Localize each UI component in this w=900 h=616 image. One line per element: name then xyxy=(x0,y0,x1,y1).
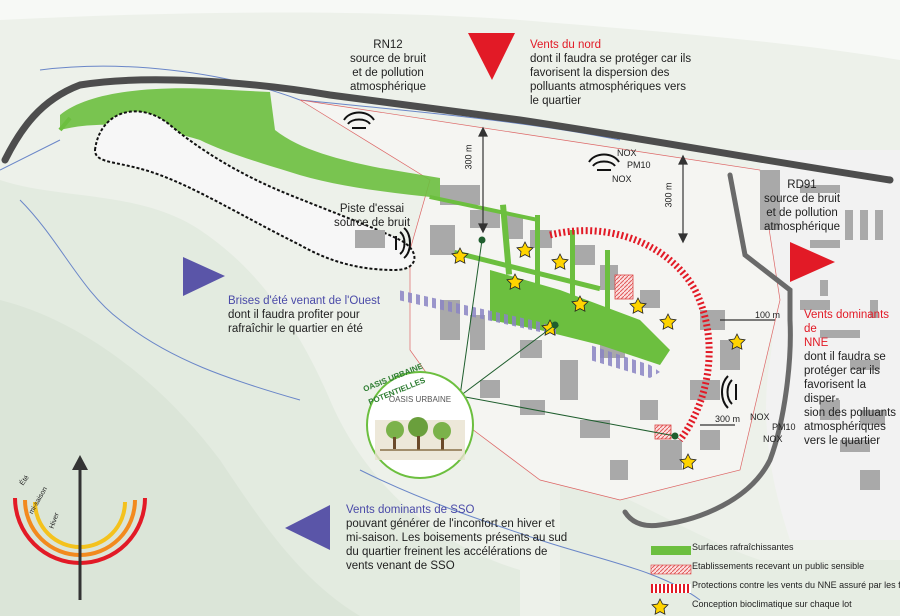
rd91-line-1: source de bruit xyxy=(763,193,841,205)
rn12-line-3: atmosphérique xyxy=(349,81,427,93)
buildings xyxy=(355,170,885,490)
nne-wind-line-2: protéger car ils xyxy=(804,365,881,377)
sso-wind-title: Vents dominants de SSO xyxy=(346,504,475,516)
oasis-circle xyxy=(366,371,474,479)
sso-wind-line-2: mi-saison. Les boisements présents au su… xyxy=(346,532,568,544)
test-track xyxy=(93,110,416,272)
nne-wind-arrow xyxy=(790,242,835,282)
west-wind-title: Brises d'été venant de l'Ouest xyxy=(228,295,381,307)
sso-wind-line-3: du quartier freinent les accélérations d… xyxy=(346,546,548,558)
west-wind-label: Brises d'été venant de l'Ouest dont il f… xyxy=(228,294,408,336)
nne-wind-line-4: sion des polluants xyxy=(804,407,897,419)
sso-wind-line-1: pouvant générer de l'inconfort en hiver … xyxy=(346,518,555,530)
green-corridors xyxy=(429,195,670,365)
distance-label-1: 300 m xyxy=(463,144,474,170)
rn12-label: RN12 source de bruit et de pollution atm… xyxy=(338,38,438,94)
west-breeze-corridor xyxy=(398,290,660,378)
sso-wind-line-4: vents venant de SSO xyxy=(346,560,455,572)
sun-path-diagram xyxy=(13,455,147,600)
west-wind-arrow xyxy=(183,257,225,296)
west-wind-line-2: rafraîchir le quartier en été xyxy=(228,323,363,335)
nox-tag-3: NOX xyxy=(750,412,770,422)
sso-wind-label: Vents dominants de SSO pouvant générer d… xyxy=(346,503,576,573)
distance-markers xyxy=(478,126,775,426)
nne-wind-label: Vents dominants de NNE dont il faudra se… xyxy=(804,308,900,448)
rn12-title: RN12 xyxy=(373,39,403,51)
rn12-line-1: source de bruit xyxy=(349,53,427,65)
north-wind-title: Vents du nord xyxy=(530,39,601,51)
nne-wind-line-6: vers le quartier xyxy=(804,435,881,447)
north-wind-label: Vents du nord dont il faudra se protéger… xyxy=(530,38,730,108)
legend-label-protection: Protections contre les vents du NNE assu… xyxy=(692,580,900,590)
nox-tag-2: NOX xyxy=(612,174,632,184)
bioclimatic-stars xyxy=(451,241,746,470)
distance-label-2: 300 m xyxy=(663,182,674,208)
nne-wind-title-2: NNE xyxy=(804,337,829,349)
rd91-line-3: atmosphérique xyxy=(763,221,841,233)
rd91-title: RD91 xyxy=(787,179,817,191)
nne-wind-line-5: atmosphériques xyxy=(804,421,886,433)
pm10-tag-1: PM10 xyxy=(627,160,651,170)
nne-wind-line-1: dont il faudra se xyxy=(804,351,886,363)
legend-label-public: Etablissements recevant un public sensib… xyxy=(692,561,865,571)
north-wind-arrow xyxy=(468,33,515,80)
north-wind-line-4: le quartier xyxy=(530,95,582,107)
north-wind-line-3: polluants atmosphériques vers xyxy=(530,81,686,93)
rd91-line-2: et de pollution xyxy=(766,207,838,219)
nne-wind-line-3: favorisent la disper- xyxy=(804,379,867,405)
rd91-road xyxy=(622,172,793,529)
nne-protection-arc xyxy=(549,227,713,443)
noise-icon-rd91 xyxy=(721,375,737,409)
rn12-line-2: et de pollution xyxy=(352,67,424,79)
legend-label-bioclimatic: Conception bioclimatique sur chaque lot xyxy=(692,599,852,609)
nox-tag-4: NOX xyxy=(763,434,783,444)
legend-label-green: Surfaces rafraîchissantes xyxy=(692,542,794,552)
pm10-tag-2: PM10 xyxy=(772,422,796,432)
oasis-callout-lines xyxy=(459,236,679,440)
nne-wind-title-1: Vents dominants de xyxy=(804,309,890,335)
noise-icon-piste xyxy=(395,227,411,259)
distance-label-3: 100 m xyxy=(755,310,781,320)
noise-icon-rn12 xyxy=(343,111,375,129)
oasis-title: OASIS URBAINE xyxy=(388,395,452,404)
distance-label-4: 300 m xyxy=(715,414,741,424)
north-wind-line-2: favorisent la dispersion des xyxy=(530,67,670,79)
piste-line-2: source de bruit xyxy=(333,217,411,229)
piste-label: Piste d'essai source de bruit xyxy=(322,202,422,230)
nox-tag-1: NOX xyxy=(617,148,637,158)
piste-line-1: Piste d'essai xyxy=(339,203,405,215)
sso-wind-arrow xyxy=(285,505,330,550)
north-wind-line-1: dont il faudra se protéger car ils xyxy=(530,53,692,65)
noise-icon-rn12-east xyxy=(588,153,620,171)
west-wind-line-1: dont il faudra profiter pour xyxy=(228,309,360,321)
rn12-road xyxy=(1,76,894,184)
rd91-label: RD91 source de bruit et de pollution atm… xyxy=(762,178,842,234)
